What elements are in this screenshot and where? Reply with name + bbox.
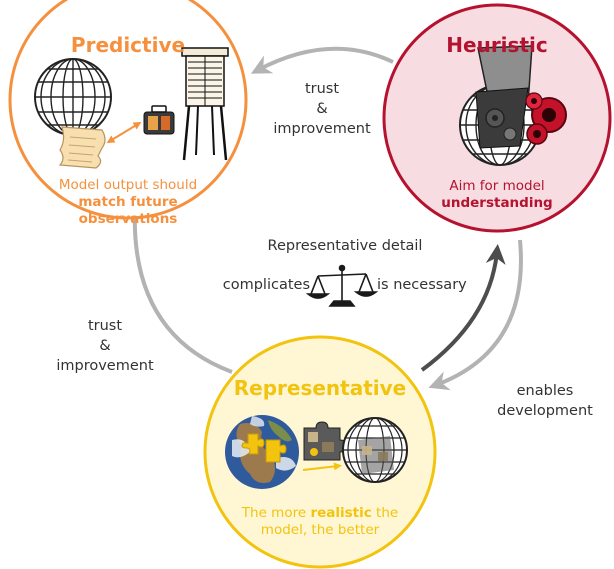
arrow-heuristic-to-predictive <box>250 46 394 74</box>
arrow-representative-to-heuristic <box>420 244 506 372</box>
weather-station-icon <box>181 47 229 161</box>
puzzle-piece-icon <box>303 421 347 461</box>
balance-scale-icon <box>305 264 379 307</box>
puzzle-arrow-icon <box>302 462 342 471</box>
predictive-text-line3: observations <box>78 211 178 227</box>
arrow-heuristic-to-representative <box>428 239 523 391</box>
predictive-description: Model output should match future observa… <box>28 177 228 228</box>
predictive-text-line1: Model output should <box>58 177 198 193</box>
top-arrow-label-line2: & <box>316 101 328 117</box>
right-arrow-label-line1: enables <box>516 383 574 399</box>
paper-scroll-icon <box>58 126 106 169</box>
representative-text-bold: realistic <box>310 505 372 521</box>
balance-right-label: is necessary <box>377 277 467 293</box>
predictive-title: Predictive <box>70 33 186 57</box>
left-arrow-label-line3: improvement <box>56 358 154 374</box>
representative-text-line1: The more realistic the <box>210 505 430 522</box>
left-arrow-label: trust & improvement <box>42 316 168 376</box>
representative-text-pre: The more <box>241 505 311 521</box>
top-arrow-label: trust & improvement <box>262 79 382 139</box>
heuristic-title: Heuristic <box>446 33 548 57</box>
heuristic-description: Aim for model understanding <box>397 178 597 212</box>
representative-text-line2: model, the better <box>260 522 380 538</box>
representative-title: Representative <box>233 376 407 400</box>
earth-photo-icon <box>225 415 299 489</box>
predictive-text-line2: match future <box>78 194 178 210</box>
top-arrow-label-line1: trust <box>304 81 340 97</box>
double-arrow-icon <box>106 121 142 144</box>
right-arrow-label: enables development <box>490 381 600 421</box>
left-arrow-label-line1: trust <box>87 318 123 334</box>
globe-grid-icon <box>342 417 408 483</box>
heuristic-text-line1: Aim for model <box>449 178 545 194</box>
radio-icon <box>143 105 175 135</box>
gear-robot-icon <box>475 45 567 149</box>
balance-left-label: complicates <box>222 277 310 293</box>
representative-text-post: the <box>371 505 399 521</box>
globe-grid-icon <box>34 58 112 136</box>
left-arrow-label-line2: & <box>99 338 111 354</box>
top-arrow-label-line3: improvement <box>273 121 371 137</box>
balance-heading: Representative detail <box>267 238 423 254</box>
heuristic-text-line2: understanding <box>441 195 553 211</box>
right-arrow-label-line2: development <box>497 403 593 419</box>
representative-description: The more realistic the model, the better <box>210 505 430 539</box>
